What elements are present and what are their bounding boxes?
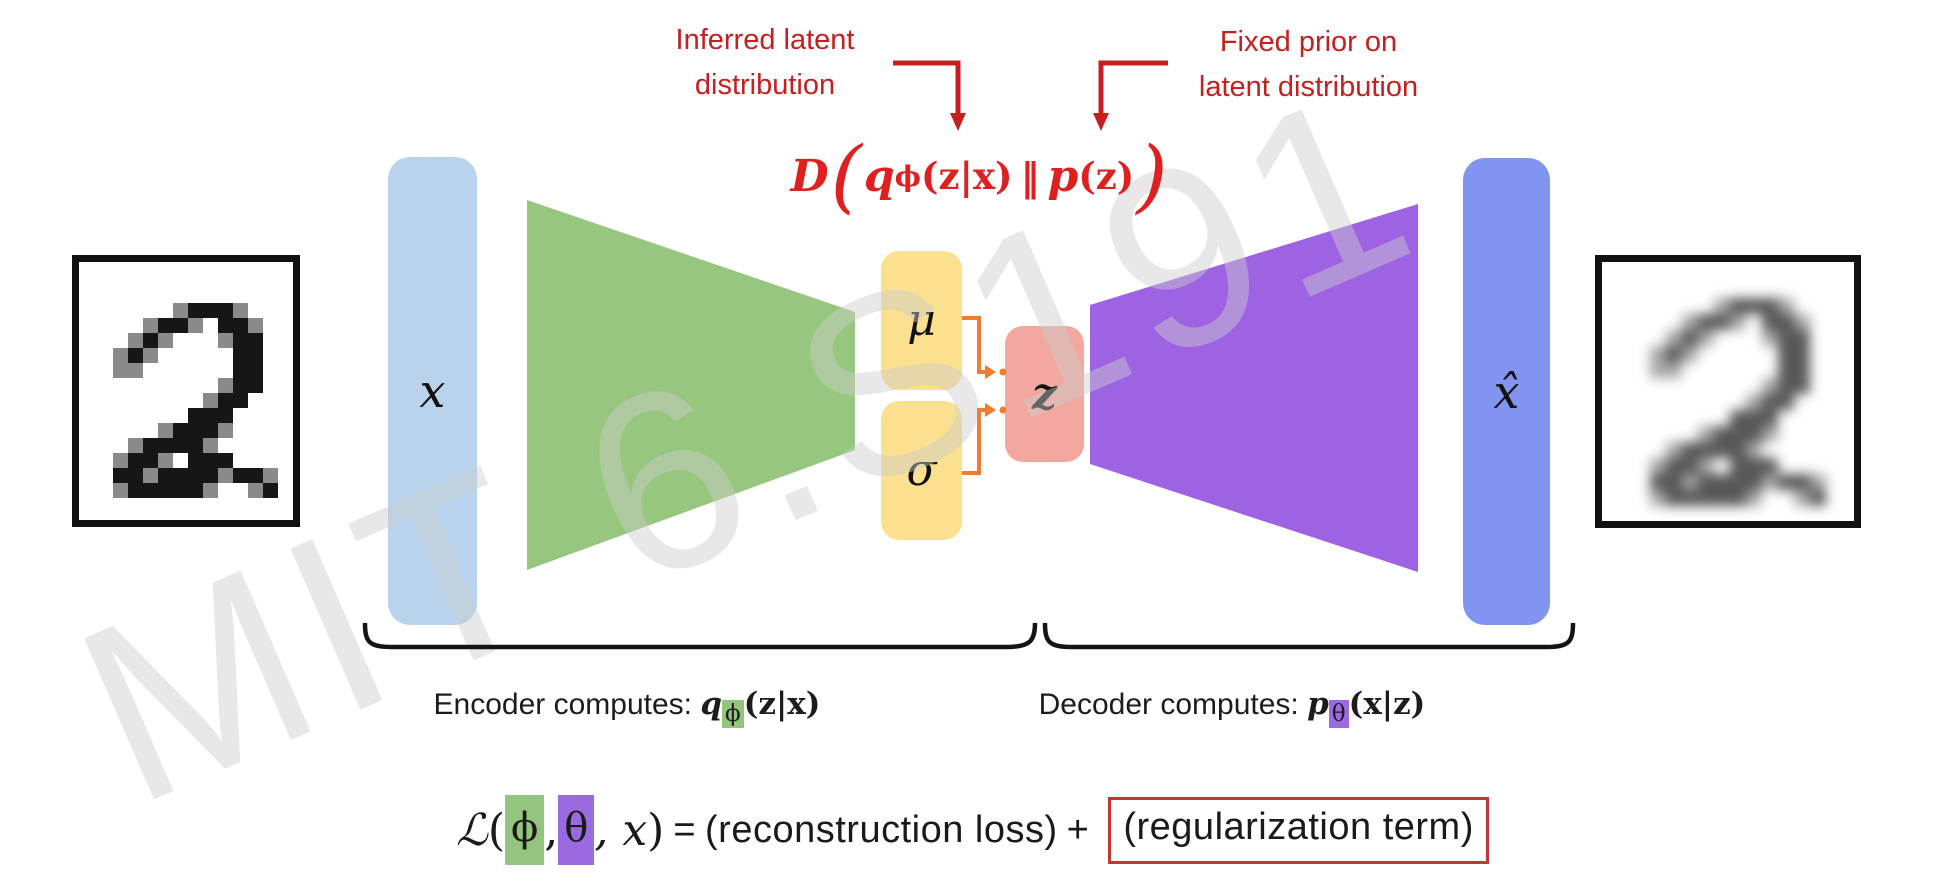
kl-q-subscript: ϕ — [894, 159, 921, 193]
input-image-frame — [72, 255, 300, 527]
fixed-prior-note-line2: latent distribution — [1198, 70, 1419, 103]
inferred-latent-note: Inferred latent distribution — [595, 18, 935, 108]
output-label: x̂ — [1493, 364, 1520, 419]
decoder-args: (x|z) — [1348, 686, 1426, 722]
regularization-term-box: (regularization term) — [1108, 796, 1489, 864]
sigma-box: σ — [881, 401, 962, 540]
inferred-latent-note-line2: distribution — [694, 68, 836, 101]
kl-left-paren: ( — [830, 129, 862, 222]
loss-comma1: , — [544, 804, 559, 856]
fixed-prior-note: Fixed prior on latent distribution — [1136, 20, 1481, 110]
z-box: z — [1005, 326, 1084, 462]
kl-right-paren: ) — [1136, 129, 1168, 222]
decoder-p: p — [1307, 686, 1329, 722]
sigma-label: σ — [906, 445, 937, 496]
kl-p: p — [1047, 150, 1079, 202]
reconstructed-image-frame — [1595, 255, 1861, 528]
output-layer-bar: x̂ — [1463, 158, 1550, 625]
loss-L: ℒ — [456, 804, 488, 856]
inferred-latent-note-line1: Inferred latent — [675, 24, 855, 56]
decoder-caption-text: Decoder computes: — [1038, 688, 1308, 721]
reconstructed-digit-image — [1602, 266, 1618, 282]
encoder-phi-highlight: ϕ — [722, 699, 744, 728]
decoder-trapezoid — [1090, 204, 1418, 572]
input-layer-bar: x — [388, 157, 477, 625]
z-label: z — [1032, 368, 1057, 420]
loss-phi-highlight: ϕ — [505, 795, 545, 865]
input-digit-image — [68, 273, 83, 288]
kl-D: D — [790, 150, 829, 202]
encoder-q: q — [700, 686, 723, 722]
loss-right-paren: ) — [647, 804, 665, 856]
kl-q: q — [863, 150, 895, 202]
loss-left-paren: ( — [487, 804, 505, 856]
input-label: x — [419, 364, 446, 418]
encoder-caption-text: Encoder computes: — [433, 688, 701, 721]
kl-p-args: (z) — [1078, 154, 1135, 198]
loss-plus: + — [1066, 808, 1090, 851]
mu-label: μ — [907, 295, 936, 346]
loss-theta-highlight: θ — [558, 795, 595, 865]
fixed-prior-note-line1: Fixed prior on — [1219, 26, 1398, 58]
decoder-theta-highlight: θ — [1328, 699, 1349, 728]
reconstruction-loss-term: (reconstruction loss) — [705, 808, 1058, 851]
mu-box: μ — [881, 251, 962, 390]
kl-parallel: ‖ — [1020, 153, 1040, 199]
loss-equals: = — [673, 808, 697, 851]
kl-q-args: (z|x) — [920, 154, 1013, 198]
kl-divergence-formula: D ( q ϕ (z|x) ‖ p (z) ) — [710, 126, 1250, 226]
loss-x: , x — [594, 804, 648, 856]
encoder-trapezoid — [527, 200, 855, 570]
encoder-args: (z|x) — [743, 686, 821, 722]
loss-formula: ℒ ( ϕ , θ , x ) = (reconstruction loss) … — [0, 786, 1945, 874]
